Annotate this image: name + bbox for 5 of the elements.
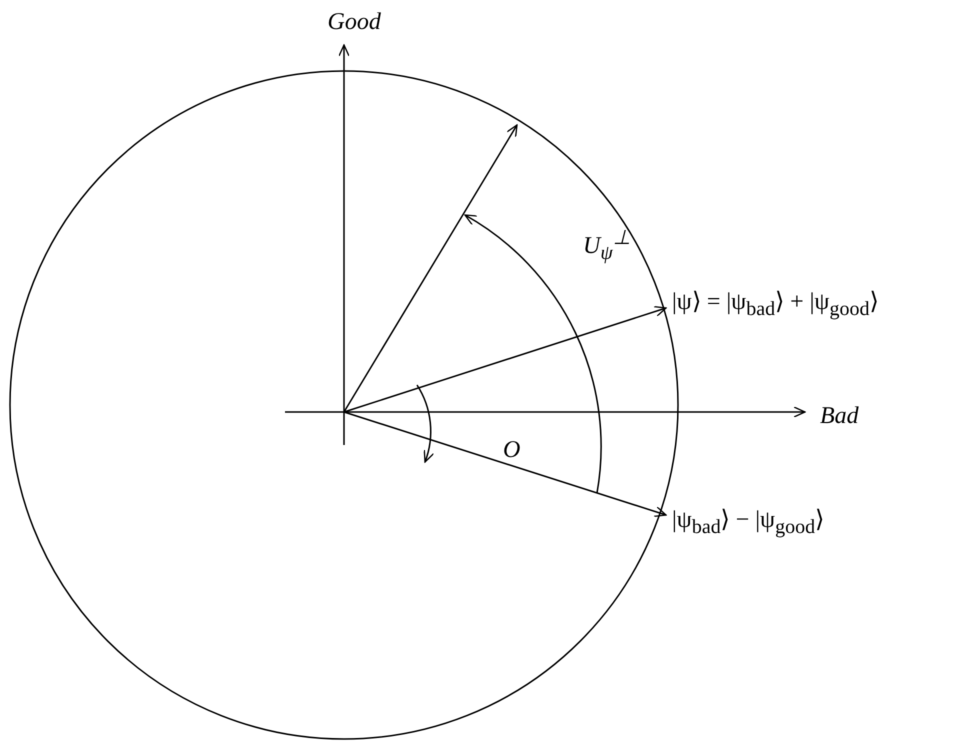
axis-label: Bad <box>820 404 859 428</box>
vector-label: |ψ$_{bad}$⟩ − |ψ$_{good}$⟩ <box>672 508 824 537</box>
axis-label: Good <box>328 10 381 34</box>
operator-label: O <box>503 438 520 462</box>
vector-label: |ψ⟩ = |ψ$_{bad}$⟩ + |ψ$_{good}$⟩ <box>672 290 878 319</box>
